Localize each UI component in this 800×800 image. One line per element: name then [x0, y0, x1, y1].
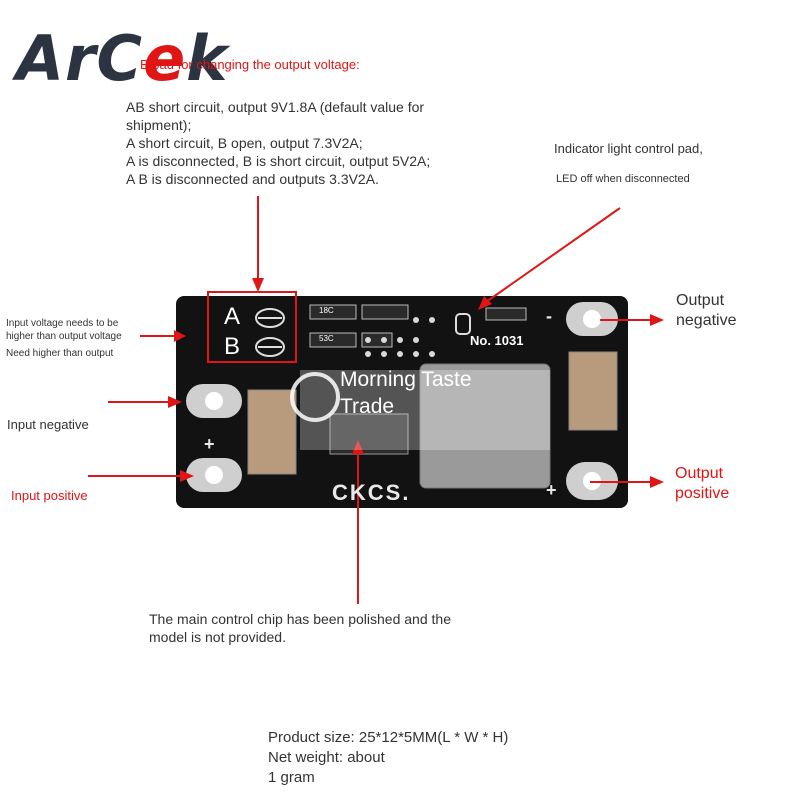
indicator-subtitle: LED off when disconnected [556, 173, 690, 185]
main-chip [329, 413, 409, 455]
ab-line-4: A is disconnected, B is short circuit, o… [126, 153, 431, 169]
silkscreen-brand: CKCS. [332, 480, 411, 505]
pad-a [255, 308, 285, 328]
output-negative-line-1: Output [676, 292, 725, 309]
input-voltage-line-1: Input voltage needs to be [6, 318, 119, 329]
chip-note: The main control chip has been polished … [149, 610, 451, 646]
resistor-4 [361, 332, 393, 348]
product-weight-line-2: 1 gram [268, 769, 315, 786]
capacitor-output [568, 351, 618, 431]
pad-b [255, 337, 285, 357]
resistor-2-code: 53C [319, 334, 334, 343]
ab-pad-heading: B pad for changing the output voltage: [140, 57, 360, 72]
led-label: No. 1031 [470, 333, 524, 348]
chip-note-line-2: model is not provided. [149, 629, 286, 645]
output-negative-label: Output negative [676, 291, 737, 331]
product-size: Product size: 25*12*5MM(L * W * H) [268, 729, 509, 746]
input-voltage-line-2: higher than output voltage [6, 331, 122, 342]
vias [365, 317, 435, 357]
output-positive-line-1: Output [675, 465, 724, 482]
pad-b-label: B [224, 333, 241, 360]
resistor-1-code: 18C [319, 306, 334, 315]
output-negative-line-2: negative [676, 312, 737, 329]
watermark-line-2: Trade [340, 395, 395, 418]
input-voltage-line-3: Need higher than output [6, 348, 114, 359]
output-minus-mark: - [546, 306, 552, 326]
resistor-2 [309, 332, 357, 348]
pad-a-label: A [224, 303, 241, 330]
terminal-pads [186, 302, 618, 500]
led [485, 307, 527, 321]
input-plus-mark: + [204, 434, 215, 454]
output-positive-line-2: positive [675, 485, 730, 502]
watermark-text: Morning Taste Trade [340, 366, 472, 420]
capacitor-input [247, 389, 297, 475]
input-positive-label: Input positive [11, 488, 88, 503]
watermark-logo-icon [290, 372, 340, 422]
inductor [419, 363, 551, 489]
chip-note-line-1: The main control chip has been polished … [149, 611, 451, 627]
brand-logo: ArCek [16, 22, 229, 95]
input-voltage-note: Input voltage needs to be higher than ou… [6, 317, 122, 360]
watermark-backdrop [300, 370, 550, 450]
ab-line-5: A B is disconnected and outputs 3.3V2A. [126, 171, 379, 187]
resistor-3 [361, 304, 409, 320]
ab-pad-highlight [207, 291, 297, 363]
ab-pad-description: AB short circuit, output 9V1.8A (default… [126, 98, 526, 188]
product-weight-line-1: Net weight: about [268, 749, 385, 766]
input-negative-label: Input negative [7, 417, 89, 432]
watermark-line-1: Morning Taste [340, 368, 472, 391]
led-pad [455, 313, 471, 335]
ab-line-3: A short circuit, B open, output 7.3V2A; [126, 135, 363, 151]
ab-line-2: shipment); [126, 117, 192, 133]
product-info: Product size: 25*12*5MM(L * W * H) Net w… [268, 728, 508, 788]
resistor-1 [309, 304, 357, 320]
ab-line-1: AB short circuit, output 9V1.8A (default… [126, 99, 425, 115]
output-positive-label: Output positive [675, 464, 729, 504]
indicator-title: Indicator light control pad, [554, 141, 703, 156]
output-plus-mark: + [546, 480, 557, 500]
annotation-arrows [88, 196, 664, 604]
